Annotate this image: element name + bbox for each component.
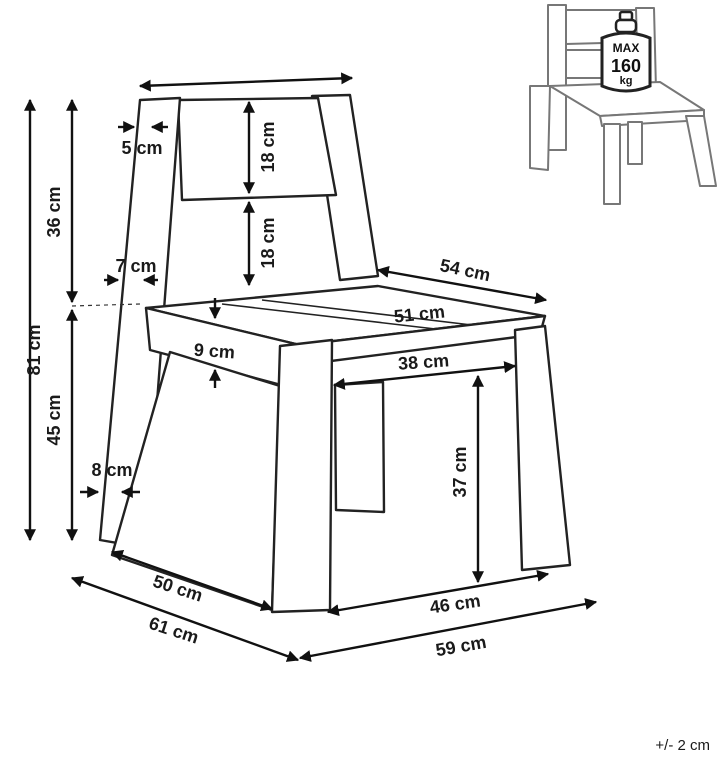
label-apron-height: 9 cm bbox=[193, 340, 235, 363]
label-overall-depth: 61 cm bbox=[146, 613, 201, 648]
badge-line-value: 160 bbox=[611, 56, 641, 76]
thumb-back-left-leg bbox=[547, 4, 567, 151]
label-seat-depth: 54 cm bbox=[438, 255, 492, 285]
dim-line-backrest-width bbox=[138, 72, 354, 92]
label-total-height: 81 cm bbox=[24, 324, 44, 375]
label-leg-width-side: 7 cm bbox=[115, 256, 156, 276]
label-base-width: 46 cm bbox=[428, 591, 481, 618]
load-capacity-thumbnail: MAX 160 kg bbox=[529, 4, 717, 205]
badge-line-unit: kg bbox=[620, 75, 633, 87]
front-corner-leg bbox=[270, 338, 334, 614]
thumb-front-corner-leg bbox=[603, 123, 621, 205]
badge-line-max: MAX bbox=[613, 41, 640, 55]
front-right-leg bbox=[513, 324, 572, 572]
thumb-front-right-leg bbox=[685, 115, 717, 187]
label-upper-panel: 18 cm bbox=[258, 121, 278, 172]
label-leg-thickness: 8 cm bbox=[91, 460, 132, 480]
thumb-front-left-leg bbox=[529, 85, 551, 171]
backrest-panel bbox=[176, 96, 338, 202]
weight-icon: MAX 160 kg bbox=[600, 10, 652, 93]
label-overall-width: 59 cm bbox=[434, 632, 488, 661]
tolerance-note: +/- 2 cm bbox=[655, 737, 710, 754]
label-inner-span: 38 cm bbox=[397, 350, 449, 374]
label-leg-clearance: 37 cm bbox=[450, 446, 470, 497]
label-backrest-leg-thickness: 5 cm bbox=[121, 138, 162, 158]
label-seat-height: 45 cm bbox=[44, 394, 64, 445]
dim-line-overall-depth bbox=[70, 576, 300, 662]
seat-reference-line bbox=[71, 303, 141, 307]
chair-drawing bbox=[98, 93, 572, 614]
label-backrest-height: 36 cm bbox=[44, 186, 64, 237]
thumb-rear-right-leg bbox=[627, 121, 643, 165]
dimension-lines bbox=[24, 72, 598, 662]
dim-line-seat-depth bbox=[376, 265, 548, 305]
dim-line-overall-width bbox=[298, 598, 598, 662]
dim-line-inner-span bbox=[332, 361, 517, 390]
rear-right-lower-leg bbox=[333, 380, 386, 514]
label-lower-panel: 18 cm bbox=[258, 217, 278, 268]
